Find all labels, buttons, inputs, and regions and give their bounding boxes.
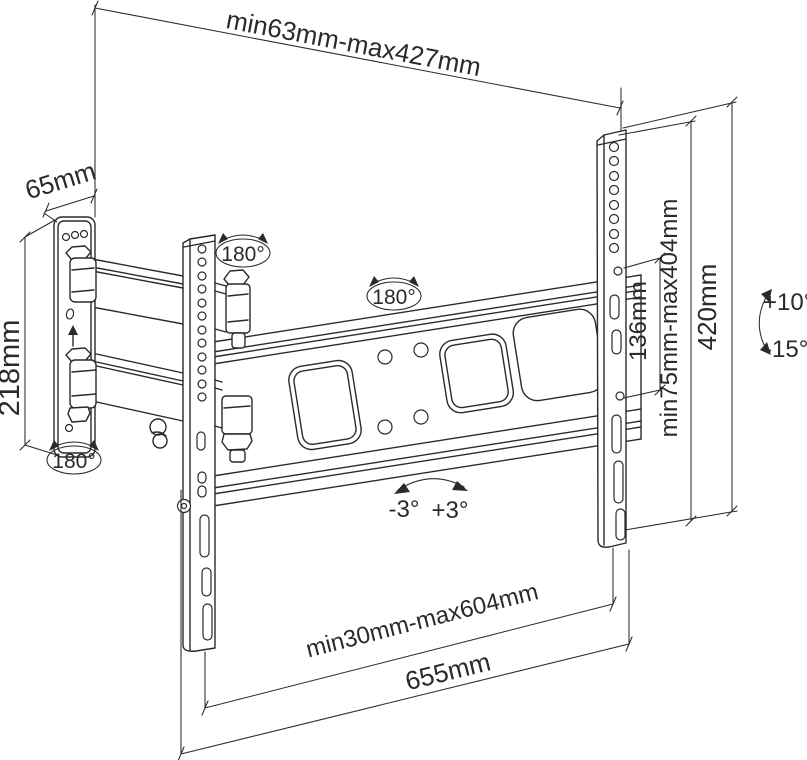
upper-hinge-knuckle: [225, 283, 251, 334]
dim-vesa-spacing: 136mm: [623, 252, 666, 399]
dim-rail-height: 420mm: [622, 96, 738, 531]
left-rail-holes: [196, 244, 213, 641]
extension-range-label: min63mm-max427mm: [224, 4, 484, 82]
pivot-joints: [214, 269, 253, 463]
rail-height-label: 420mm: [692, 264, 722, 351]
level-angle-annotation: -3° +3°: [389, 478, 469, 524]
rotation-label-plate: 180°: [52, 450, 95, 473]
rotation-badge-plate: 180°: [46, 440, 102, 475]
rotation-badge-bar: 180°: [366, 276, 422, 311]
rotation-label-bar: 180°: [372, 286, 415, 309]
dim-extension-range: min63mm-max427mm: [91, 0, 624, 218]
vesa-holes: [377, 342, 429, 435]
up-arrow-icon: [68, 325, 78, 347]
vesa-spacing-label: 136mm: [625, 281, 652, 361]
dim-plate-height: 218mm: [0, 219, 58, 456]
level-right-label: +3°: [432, 497, 469, 524]
plate-height-label: 218mm: [0, 320, 26, 417]
plate-upper-knuckle: [69, 257, 97, 303]
left-tv-rail: [176, 234, 216, 652]
right-tv-rail: [596, 129, 627, 548]
lower-arm: [91, 352, 184, 422]
plate-lower-knuckle: [69, 359, 97, 409]
vesa-range-label: min75mm-max404mm: [656, 199, 683, 438]
lower-hinge-bolt: [221, 433, 253, 451]
tilt-up-label: +10°: [763, 289, 807, 316]
tilt-angle-annotation: +10° -15°: [758, 289, 807, 363]
cable-clip-icon: [149, 418, 168, 449]
bar-cutout-2: [439, 333, 515, 414]
upper-arm: [91, 258, 184, 325]
right-rail-holes: [608, 141, 626, 541]
dim-vesa-range: min75mm-max404mm: [618, 115, 697, 527]
rail-span-label: min30mm-max604mm: [303, 578, 541, 663]
rotation-label-rail: 180°: [221, 243, 264, 266]
bracket-bar: [212, 274, 642, 507]
lower-hinge-knuckle: [221, 395, 253, 435]
dim-plate-width: 65mm: [21, 155, 99, 223]
bar-cutout-1: [288, 359, 362, 451]
level-left-label: -3°: [389, 496, 420, 523]
wall-plate: [53, 216, 97, 458]
tilt-down-label: -15°: [764, 336, 807, 363]
rotation-badge-rail: 180°: [215, 233, 271, 268]
